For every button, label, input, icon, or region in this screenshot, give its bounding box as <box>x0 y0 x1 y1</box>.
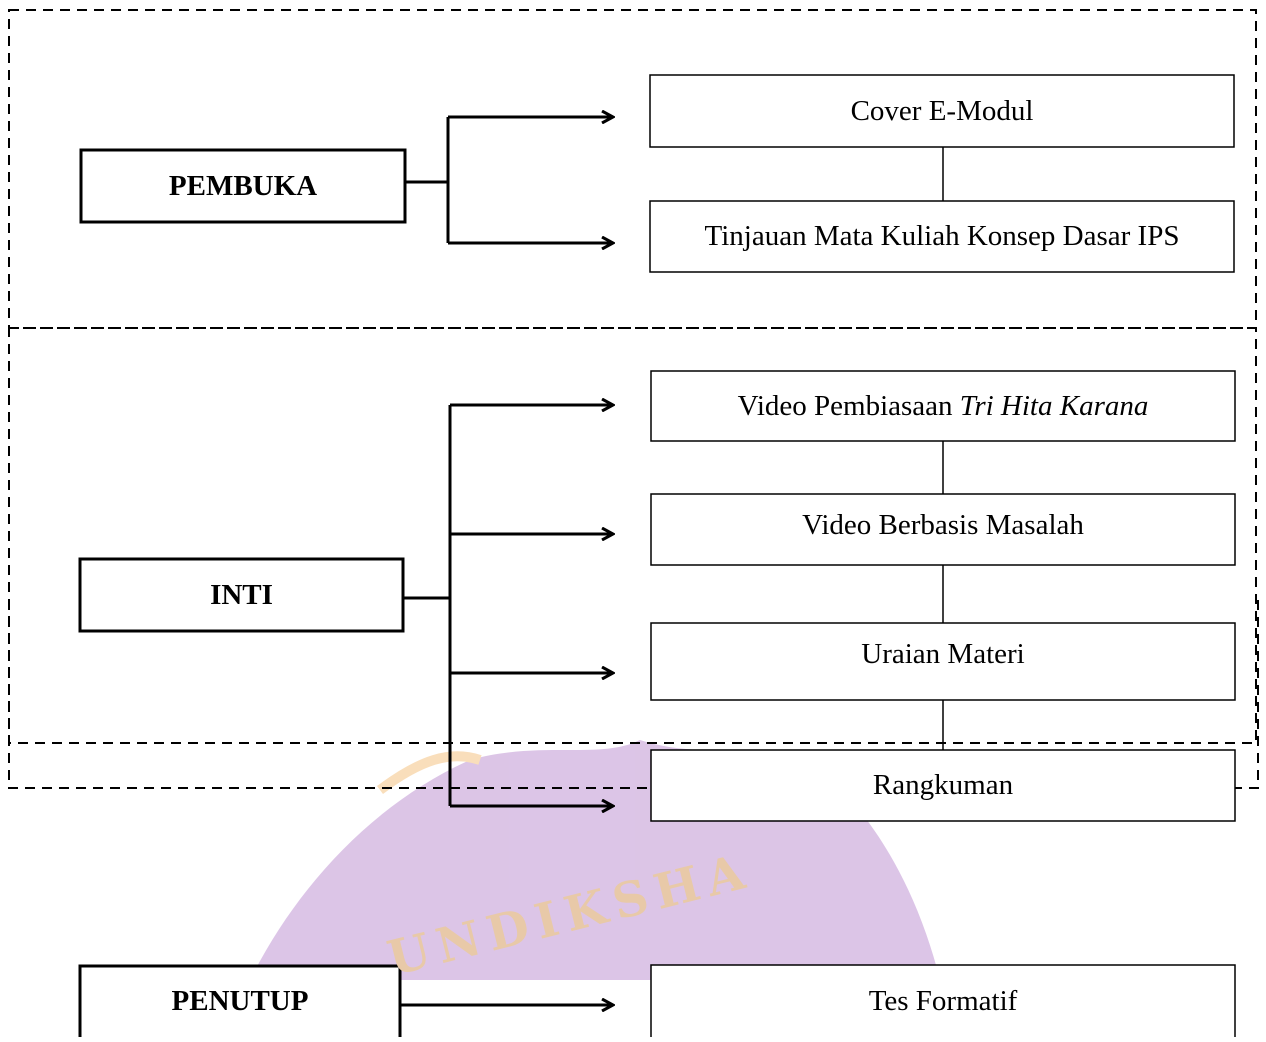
inti-outer-dashed-border <box>8 595 1259 789</box>
inti-label: INTI <box>210 578 273 611</box>
video-berbasis-masalah-text: Video Berbasis Masalah <box>802 508 1084 541</box>
cover-emodul-box <box>649 74 1235 148</box>
rangkuman-box <box>650 749 1236 822</box>
penutup-label-box <box>78 964 402 1037</box>
inti-dashed-border <box>8 327 1257 744</box>
tri-hita-karana-text: Tri Hita Karana <box>959 389 1149 422</box>
rangkuman-text: Rangkuman <box>872 769 1014 801</box>
tes-formatif-text: Tes Formatif <box>868 984 1018 1017</box>
tes-formatif-box <box>650 964 1236 1037</box>
uraian-materi-text: Uraian Materi <box>861 637 1025 670</box>
video-pembiasaan-text: Video Pembiasaan Tri Hita Karana <box>651 371 1235 441</box>
penutup-label: PENUTUP <box>171 985 309 1017</box>
pembuka-label: PEMBUKA <box>168 169 318 202</box>
uraian-materi-box <box>650 622 1236 701</box>
pembuka-label-box <box>79 148 407 224</box>
pembuka-connector <box>405 117 450 243</box>
video-pembiasaan-prefix: Video Pembiasaan <box>737 389 960 422</box>
tinjauan-text: Tinjauan Mata Kuliah Konsep Dasar IPS <box>704 220 1180 252</box>
inti-label-box <box>78 557 405 633</box>
inti-connector <box>403 405 452 806</box>
cover-emodul-text: Cover E-Modul <box>850 94 1034 127</box>
tinjauan-box <box>649 200 1235 273</box>
video-berbasis-masalah-box <box>650 493 1236 566</box>
